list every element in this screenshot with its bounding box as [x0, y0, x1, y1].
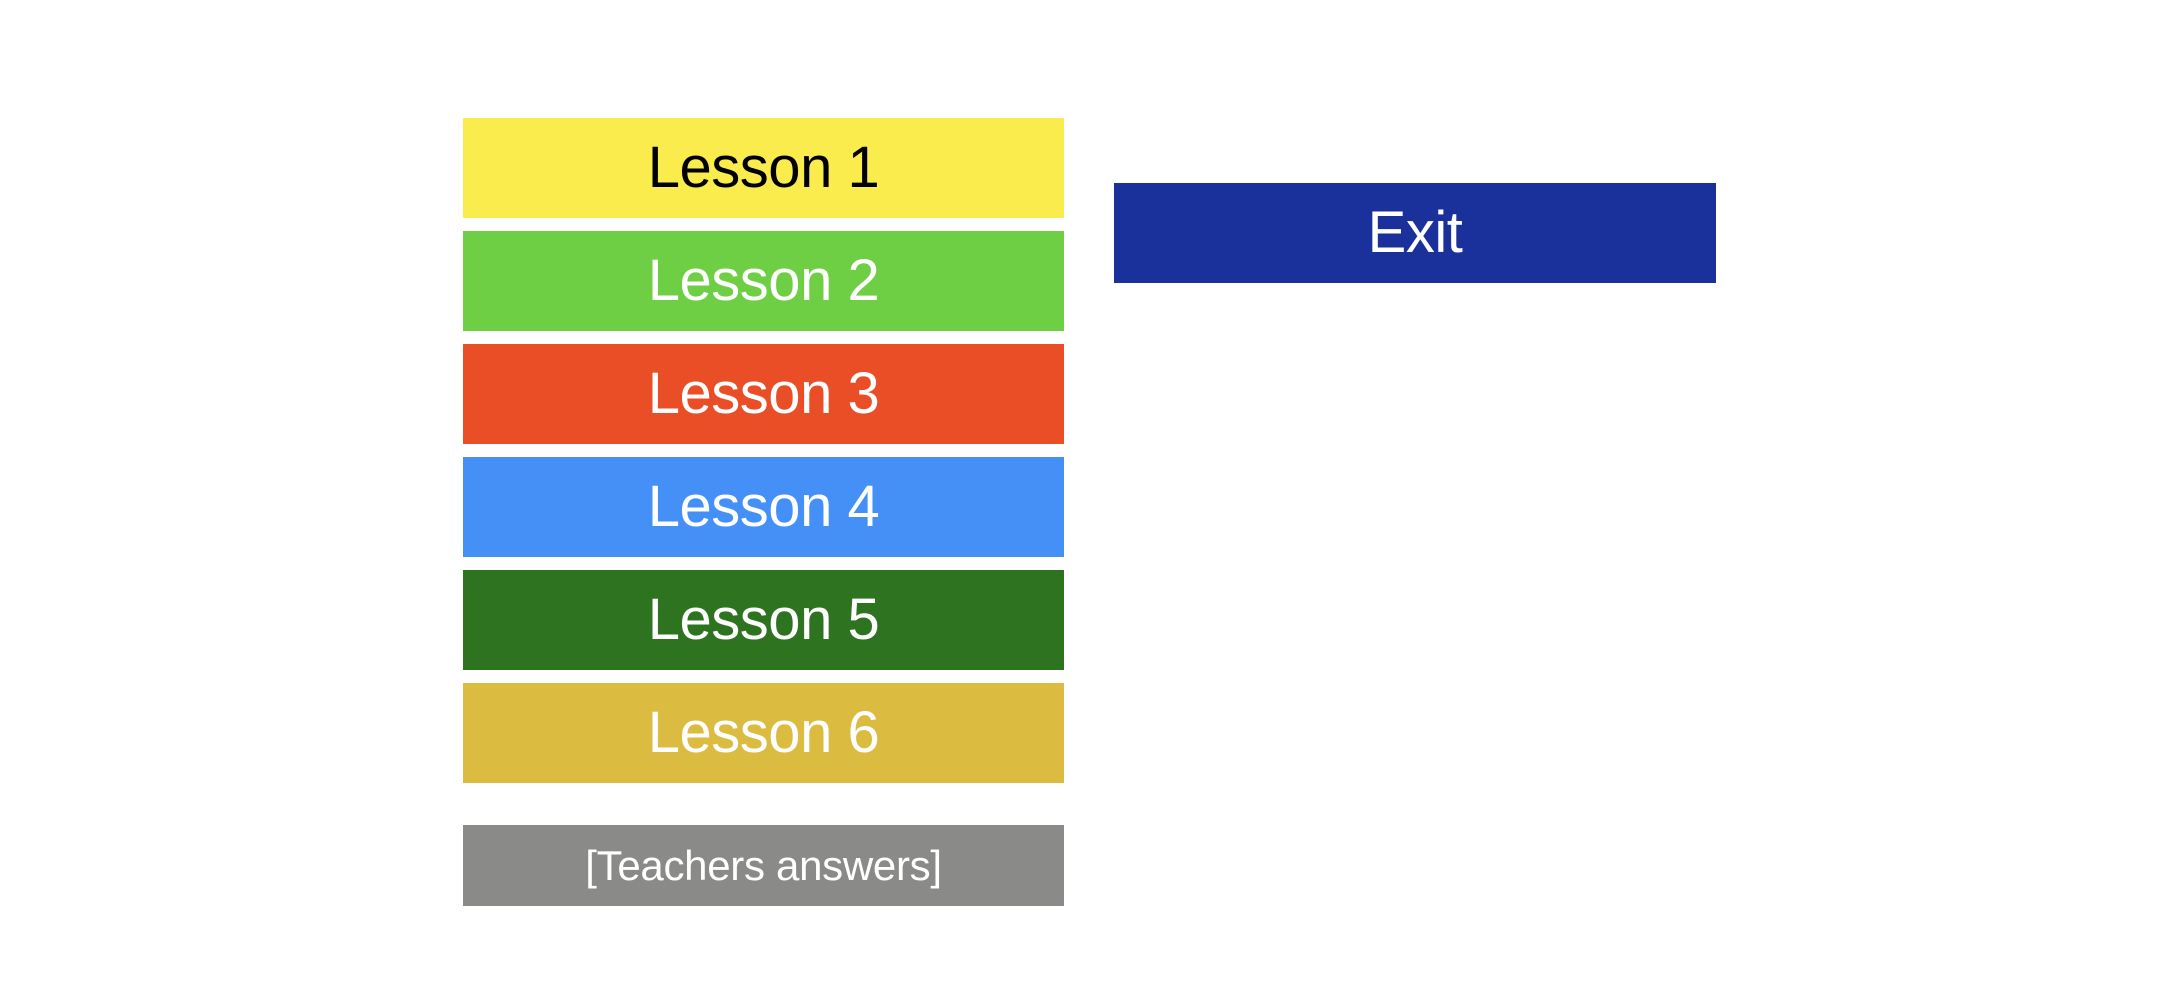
- exit-button-label: Exit: [1367, 200, 1463, 265]
- lesson-button-2[interactable]: Lesson 2: [463, 231, 1064, 331]
- lesson-button-2-label: Lesson 2: [647, 248, 880, 313]
- lesson-button-4-label: Lesson 4: [647, 474, 880, 539]
- lesson-button-5-label: Lesson 5: [647, 587, 880, 652]
- teacher-answers-label: [Teachers answers]: [585, 841, 942, 889]
- teacher-answers-button[interactable]: [Teachers answers]: [463, 825, 1064, 906]
- lesson-button-3-label: Lesson 3: [647, 361, 880, 426]
- lesson-button-1-label: Lesson 1: [647, 135, 880, 200]
- lesson-button-3[interactable]: Lesson 3: [463, 344, 1064, 444]
- lesson-button-1[interactable]: Lesson 1: [463, 118, 1064, 218]
- lesson-button-list: Lesson 1 Lesson 2 Lesson 3 Lesson 4 Less…: [463, 118, 1064, 796]
- lesson-button-5[interactable]: Lesson 5: [463, 570, 1064, 670]
- lesson-button-6[interactable]: Lesson 6: [463, 683, 1064, 783]
- lesson-button-4[interactable]: Lesson 4: [463, 457, 1064, 557]
- exit-button[interactable]: Exit: [1114, 183, 1716, 283]
- lesson-button-6-label: Lesson 6: [647, 700, 880, 765]
